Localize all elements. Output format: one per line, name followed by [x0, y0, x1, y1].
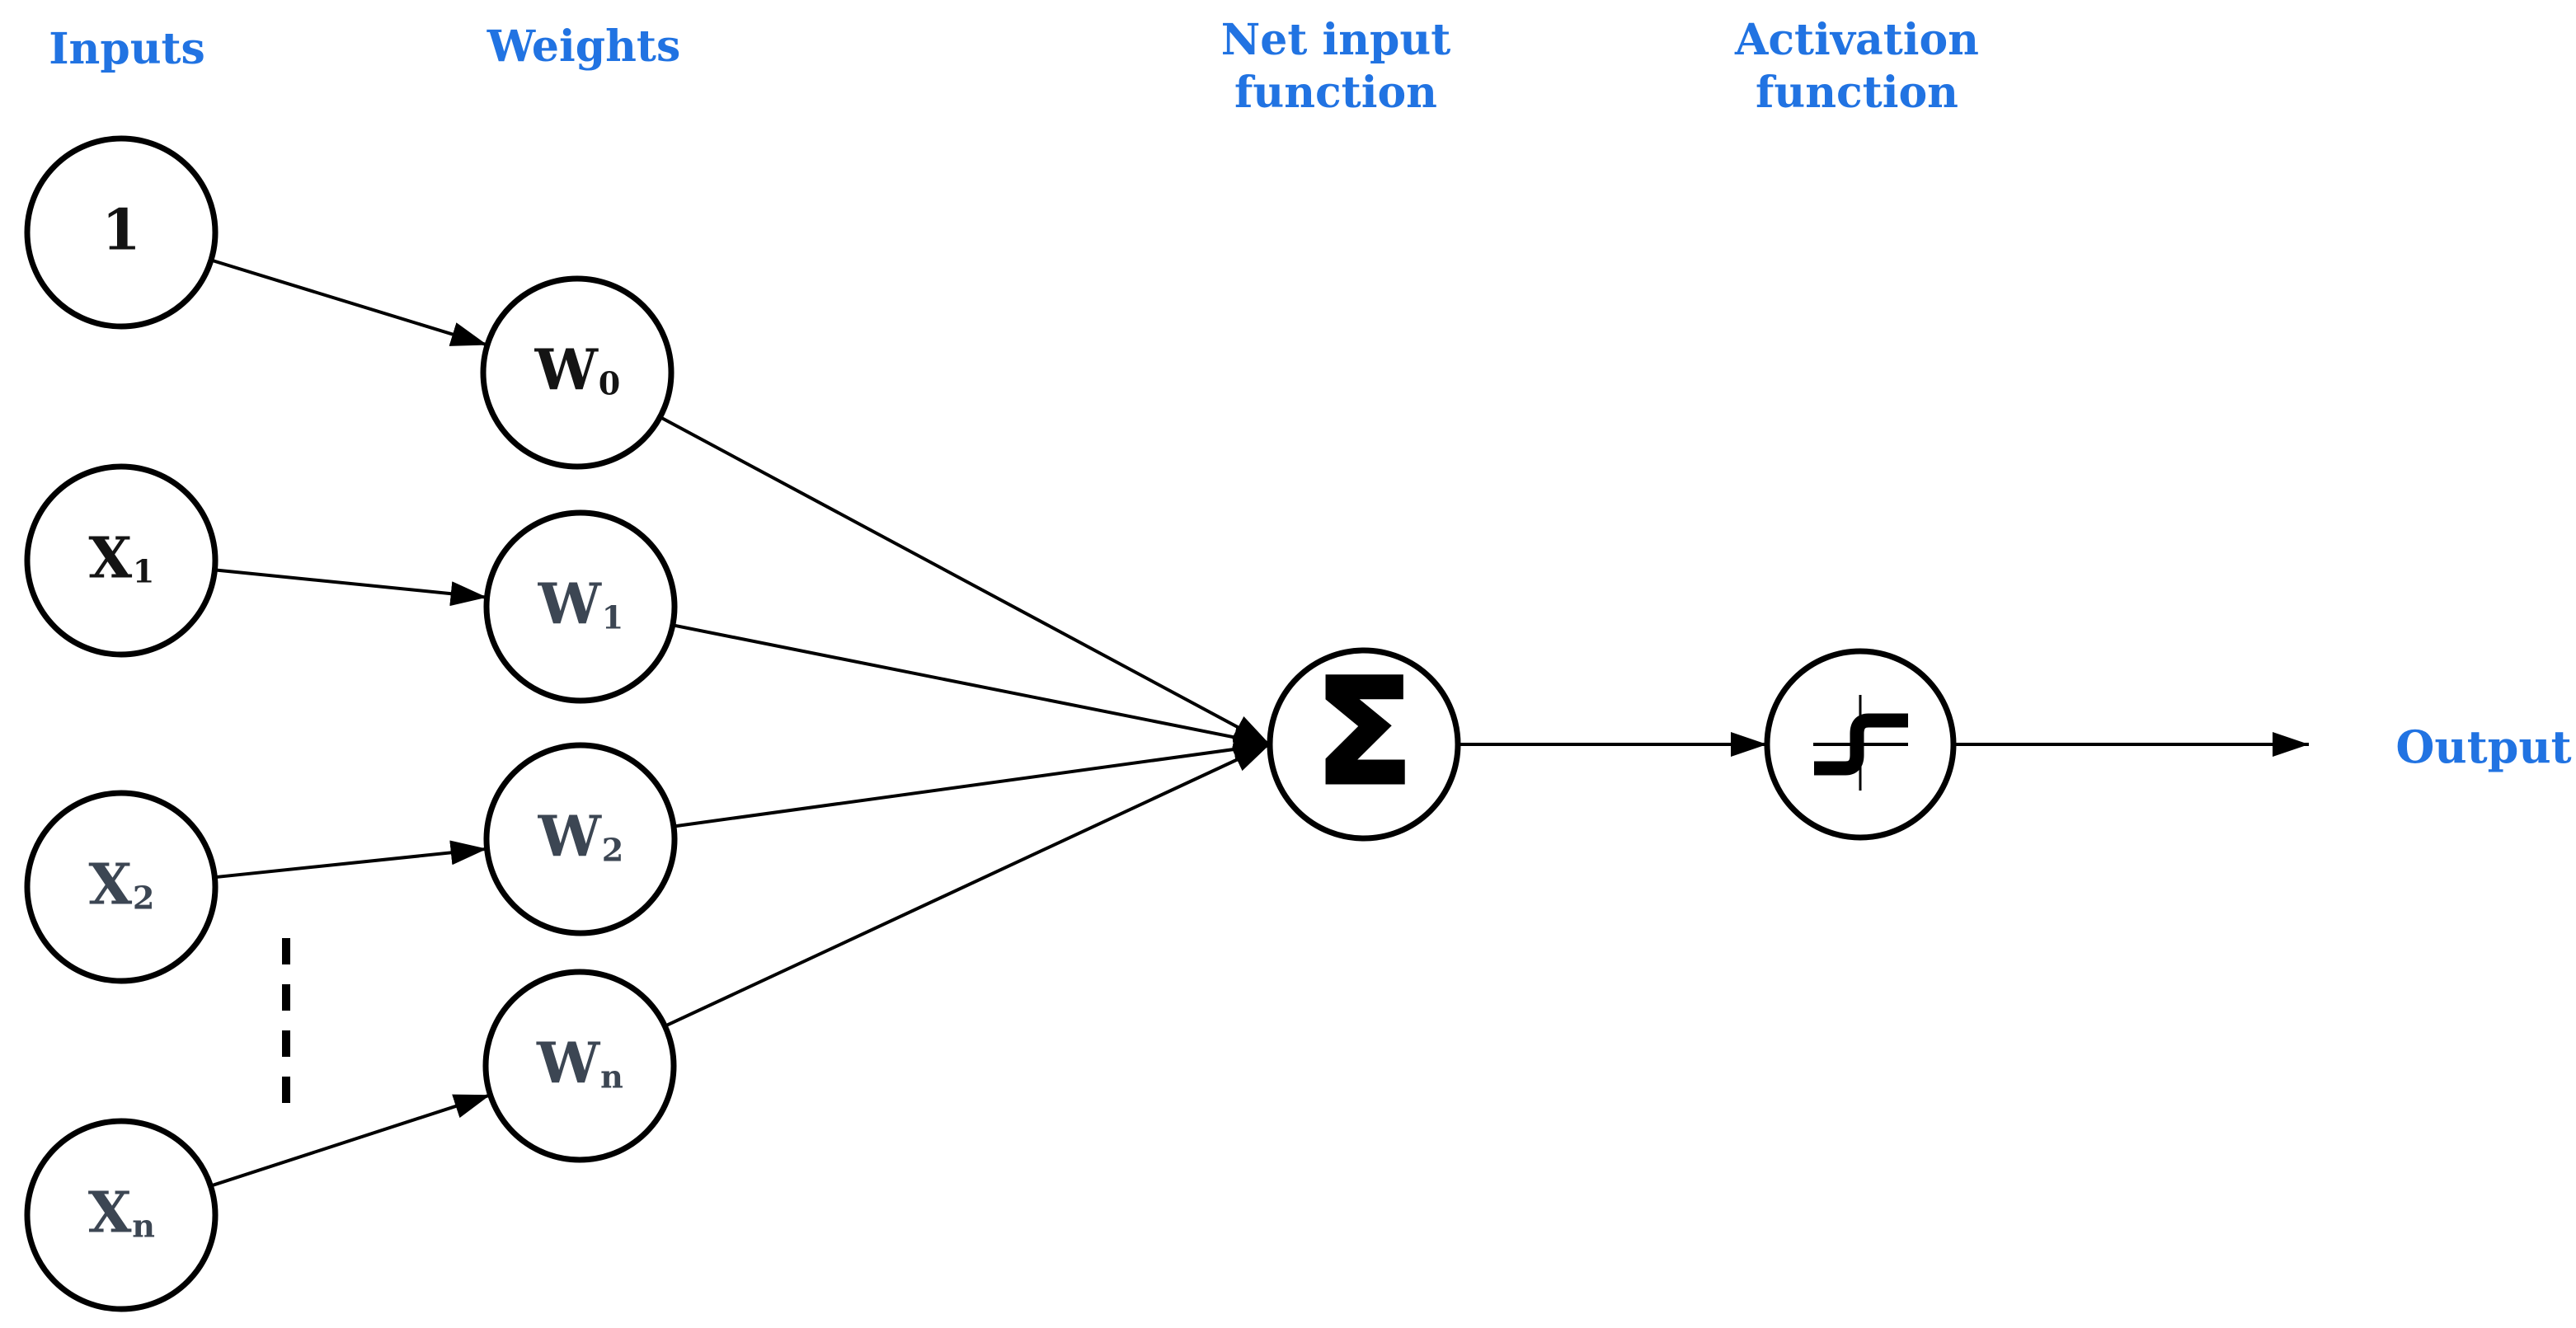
input-node-circle-xn [24, 1118, 219, 1312]
sum-node-circle [1267, 647, 1461, 842]
node-label-text-bias: 1 [101, 197, 141, 264]
node-label-subscript-x1: 1 [132, 552, 155, 590]
weight-node-circle-wn [482, 969, 677, 1163]
column-header-net-input-function-line-2: function [1234, 68, 1437, 118]
input-node-circle-x1 [24, 463, 219, 658]
arrow-w2-sum [673, 737, 1271, 828]
arrow-xn-wn [209, 1093, 491, 1188]
node-label-subscript-w1: 1 [601, 598, 624, 636]
column-header-inputs-line-1: Inputs [49, 24, 205, 74]
node-label-text-w2: W [538, 804, 601, 870]
node-label-xn: Xn [88, 1185, 155, 1241]
node-label-text-w0: W [534, 337, 598, 404]
column-header-weights: Weights [487, 21, 680, 73]
node-label-x2: X2 [88, 856, 154, 913]
arrow-wn-sum [664, 743, 1271, 1028]
arrow-x1-w1 [214, 568, 487, 607]
node-label-subscript-x2: 2 [132, 879, 155, 917]
node-label-text-x1: X [88, 525, 133, 592]
node-label-wn: Wn [537, 1035, 623, 1092]
node-label-subscript-xn: n [132, 1207, 155, 1245]
node-label-subscript-w2: 2 [601, 831, 624, 869]
node-label-bias: 1 [101, 202, 140, 258]
column-header-inputs: Inputs [49, 23, 205, 76]
arrow-w0-sum [659, 415, 1271, 746]
node-label-w1: W1 [538, 576, 624, 633]
column-header-net-input-function-line-1: Net input [1220, 15, 1451, 65]
node-label-w2: W2 [538, 809, 624, 866]
arrow-x2-w2 [214, 840, 487, 880]
node-label-x1: X1 [88, 530, 154, 587]
node-label-subscript-w0: 0 [598, 364, 621, 402]
node-label-w0: W0 [535, 342, 621, 399]
node-label-text-w1: W [538, 571, 601, 638]
input-node-circle-bias [24, 135, 219, 330]
weight-node-circle-w0 [480, 275, 675, 470]
input-node-circle-x2 [24, 790, 219, 984]
node-label-text-x2: X [88, 852, 133, 918]
node-label-text-wn: W [536, 1030, 600, 1097]
column-header-weights-line-1: Weights [487, 21, 681, 72]
arrow-w1-sum [672, 623, 1271, 750]
node-label-subscript-wn: n [600, 1058, 623, 1096]
column-header-activation-function-line-1: Activation [1735, 15, 1979, 65]
weight-node-circle-w2 [483, 742, 678, 936]
column-header-activation-function-line-2: function [1756, 68, 1958, 118]
output-label: Output [2395, 720, 2572, 773]
weight-node-circle-w1 [483, 509, 678, 704]
node-label-text-xn: X [87, 1180, 132, 1246]
arrow-bias-w0 [210, 258, 488, 347]
sigma-icon: Σ [1312, 648, 1415, 817]
step-function-icon [1813, 695, 1908, 791]
